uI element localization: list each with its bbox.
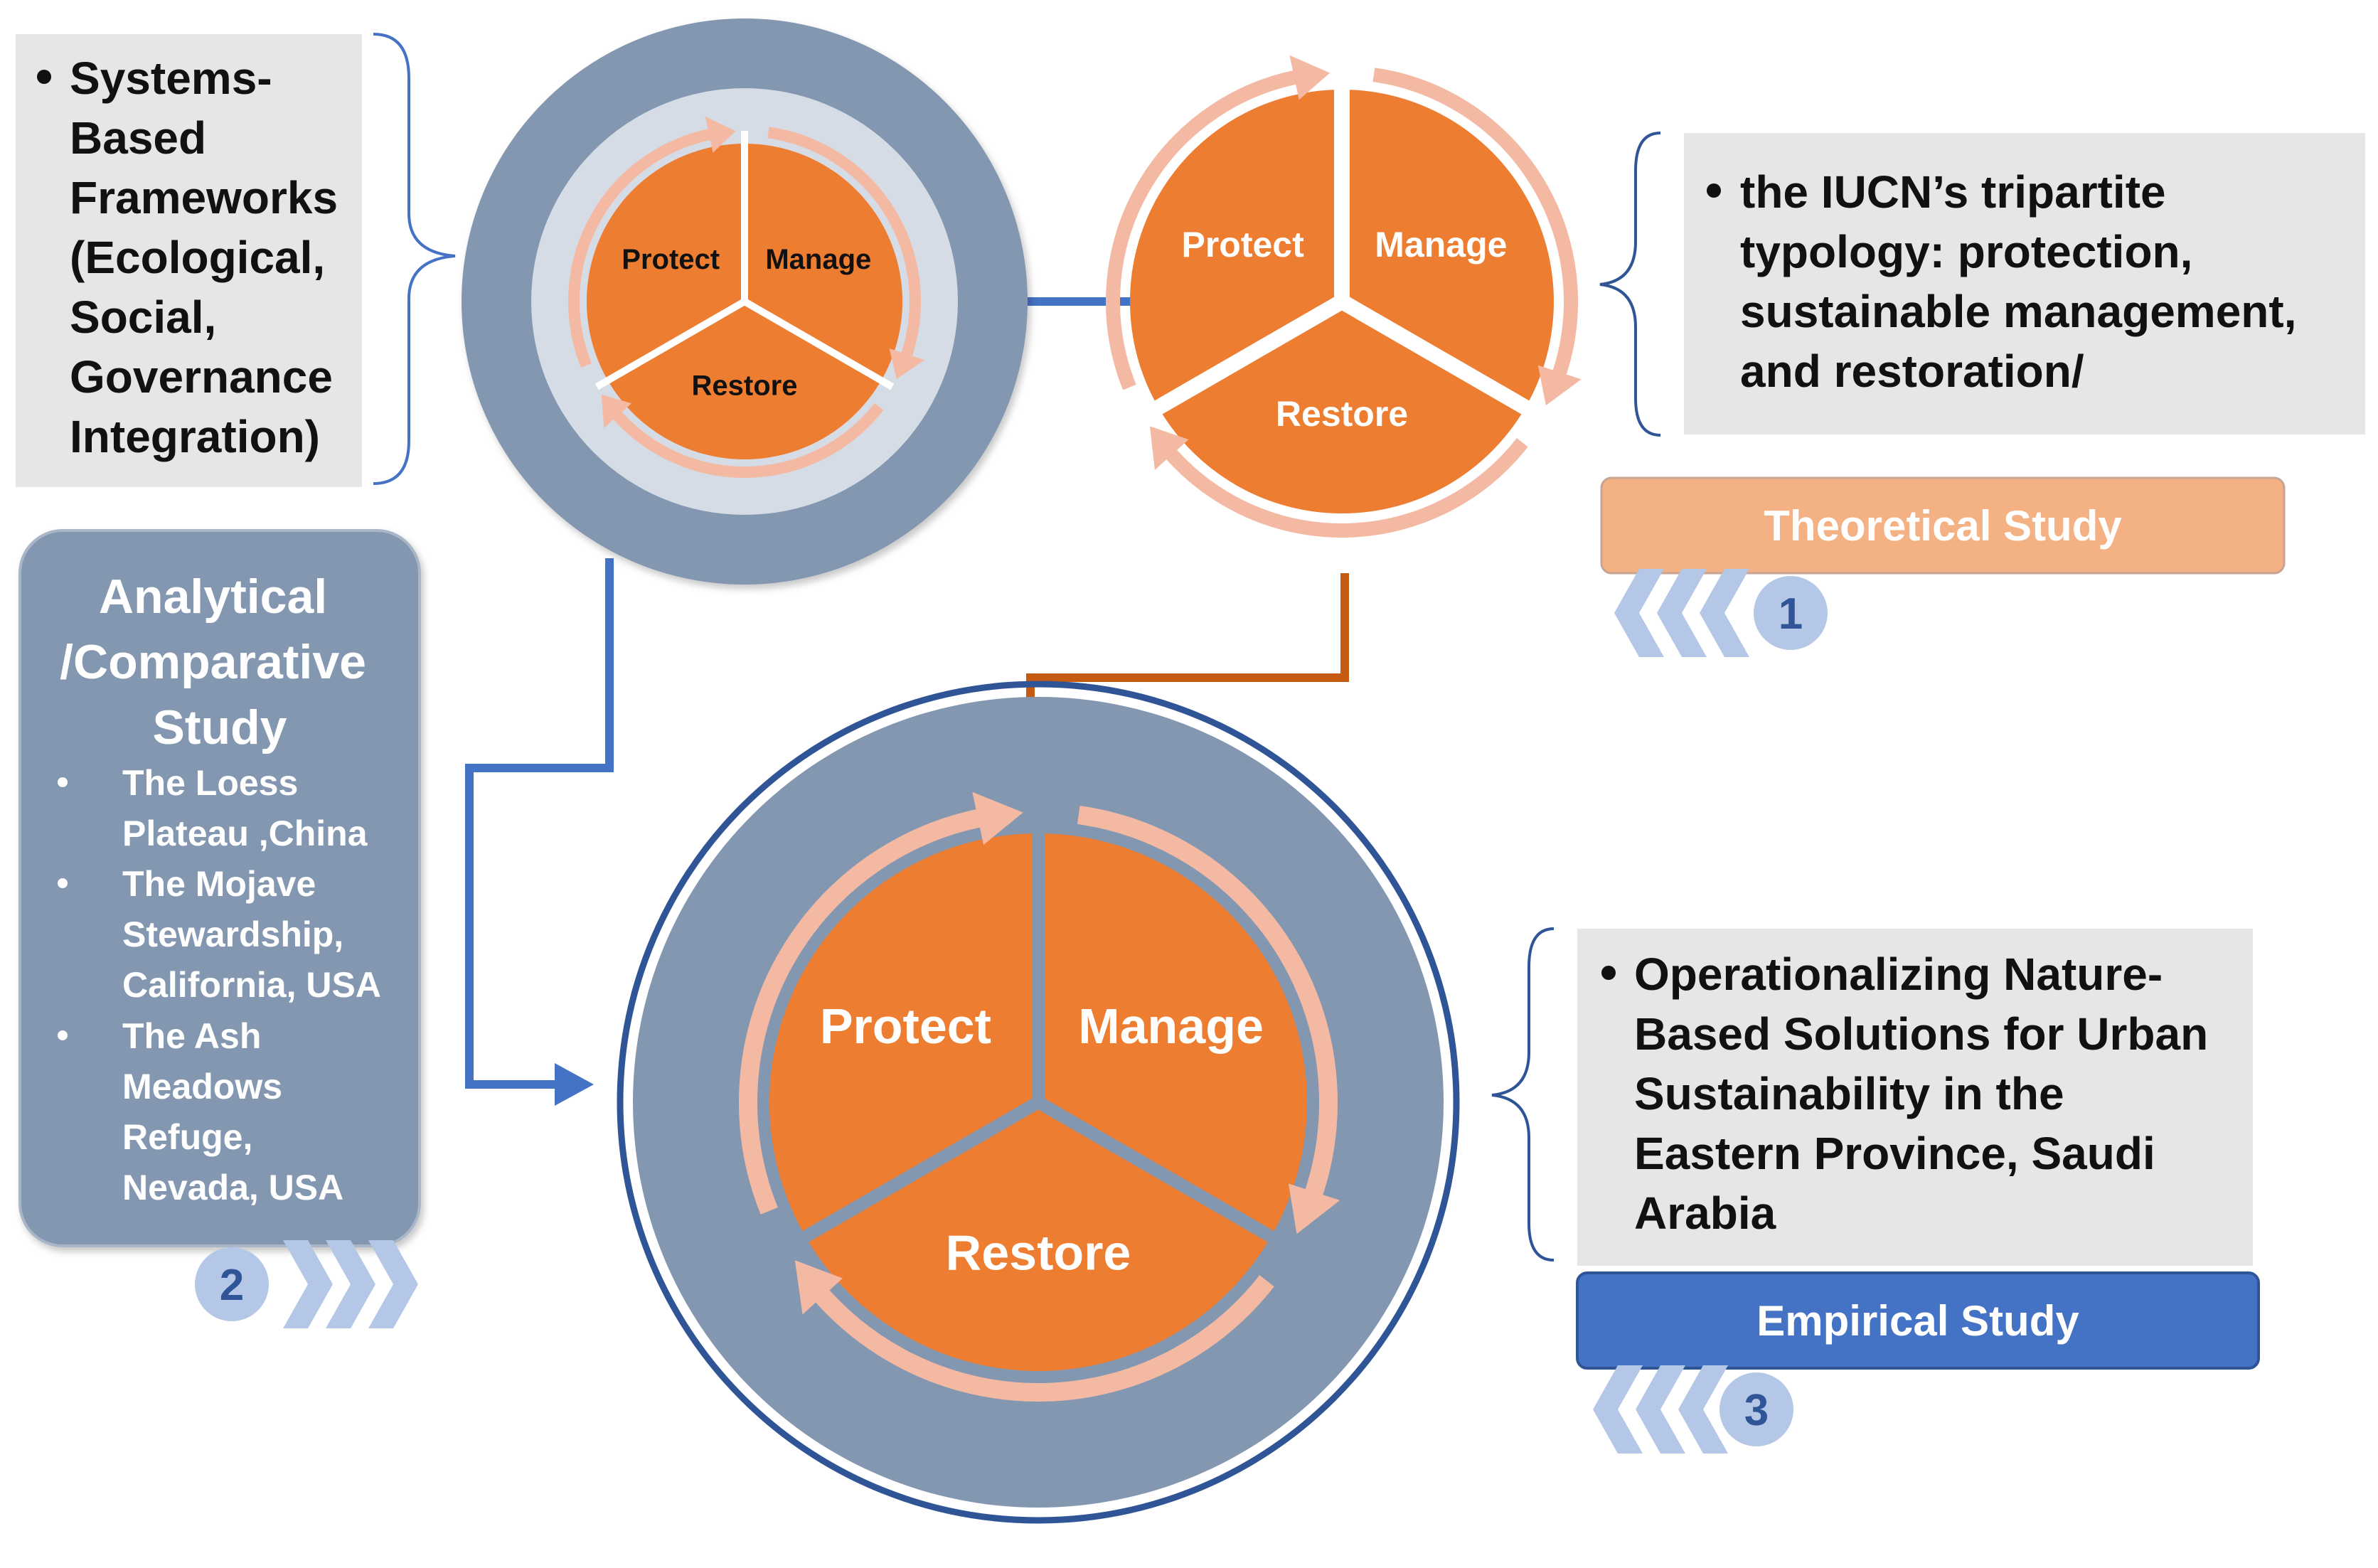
cycle-arrow: [809, 1275, 1274, 1402]
protect-label: Protect: [820, 998, 991, 1054]
cycle-arrowhead: [1149, 426, 1189, 470]
case-list: [58, 777, 68, 1040]
outer-ring: [617, 681, 1460, 1524]
svg-text:the IUCN’s tripartite ty: the IUCN’s tripartite typology: protecti…: [1740, 166, 2309, 397]
cycle-arrowhead: [1289, 55, 1331, 100]
analytical-study-box: Analytical /Comparative Study The Loess …: [18, 529, 421, 1247]
cycle-arrow: [568, 127, 716, 368]
systems-line: Systems-: [70, 53, 272, 104]
cycle-arrow: [739, 807, 990, 1215]
cycle-arrowhead: [601, 394, 631, 428]
cycle-arrow: [1077, 806, 1338, 1205]
protect-label: Protect: [622, 244, 720, 275]
cycle-arrowhead: [1537, 365, 1582, 406]
manage-label: Manage: [1078, 998, 1264, 1054]
systems-line: Frameworks: [70, 172, 338, 223]
chevrons-left-icon: [1593, 1365, 1728, 1454]
cycle-arrow: [1372, 68, 1578, 383]
svg-text:Analytical /Comparative: Analytical /Comparative Study: [60, 570, 380, 754]
analytical-title-line: Analytical: [99, 570, 327, 624]
systems-line: Based: [70, 112, 206, 164]
step-2-marker: 2: [195, 1240, 418, 1328]
segment-divider: [781, 1097, 1042, 1254]
cycle-arrowhead: [972, 791, 1023, 846]
manage-label: Manage: [1375, 225, 1507, 265]
iucn-line: sustainable management,: [1740, 286, 2296, 337]
case-line: Meadows: [122, 1067, 282, 1106]
case-line: Stewardship,: [122, 914, 343, 954]
segment-divider: [742, 298, 895, 390]
step-2-number: 2: [220, 1261, 244, 1310]
protect-label: Protect: [1182, 225, 1305, 265]
case-line: The Mojave: [122, 864, 316, 904]
empirical-study-text: Empirical Study: [1756, 1297, 2079, 1345]
svg-text:The Loess Plateau ,China: The Loess Plateau ,China The Mojave Stew…: [122, 763, 390, 1207]
iucn-line: and restoration/: [1740, 346, 2084, 397]
cycle-arrow: [1106, 69, 1303, 390]
cycle-arrow: [1161, 438, 1528, 538]
iucn-line: typology: protection,: [1740, 226, 2192, 277]
segment-divider: [1035, 1097, 1296, 1254]
theoretical-study-label: Theoretical Study: [1600, 476, 2286, 575]
empirical-line: Based Solutions for Urban: [1634, 1008, 2208, 1060]
manage-label: Manage: [765, 244, 871, 275]
svg-text:Systems- Based Fra: Systems- Based Frameworks (Ecological, S…: [70, 53, 351, 462]
empirical-line: Sustainability in the: [1634, 1068, 2064, 1119]
case-line: Refuge,: [122, 1117, 252, 1157]
empirical-brace: [1491, 927, 1555, 1262]
analytical-title-line: /Comparative: [60, 635, 366, 689]
case-line: The Ash: [122, 1016, 261, 1056]
step-3-marker: 3: [1593, 1365, 1793, 1454]
step-3-number: 3: [1744, 1386, 1769, 1435]
cycle-arrowhead: [794, 1260, 843, 1315]
empirical-line: Arabia: [1634, 1188, 1776, 1239]
theoretical-study-text: Theoretical Study: [1764, 502, 2122, 550]
case-line: Plateau ,China: [122, 814, 368, 853]
analytical-title-line: Study: [153, 700, 287, 754]
cycle-arrowhead: [705, 116, 736, 153]
cycle-arrow: [609, 402, 884, 478]
chevrons-left-icon: [1614, 569, 1749, 657]
cycle-arrowhead: [889, 348, 924, 379]
segment-divider: [594, 298, 747, 390]
cycle-arrow: [767, 127, 921, 362]
iucn-line: the IUCN’s tripartite: [1740, 166, 2166, 218]
case-line: California, USA: [122, 965, 380, 1005]
bullet-dot: [1707, 183, 1721, 198]
restore-label: Restore: [1276, 394, 1408, 434]
bullet-dot: [1601, 966, 1616, 980]
systems-line: Governance: [70, 351, 333, 402]
empirical-context-box: Operationalizing Nature- Based Solutions…: [1577, 929, 2253, 1266]
step-1-marker: 1: [1614, 569, 1828, 657]
restore-label: Restore: [946, 1225, 1131, 1281]
cycle-arrowhead: [1288, 1183, 1340, 1234]
segment-divider: [1338, 294, 1550, 426]
arrow-analytical-to-empirical: [465, 558, 614, 1106]
empirical-line: Operationalizing Nature-: [1634, 949, 2163, 1000]
step-1-number: 1: [1779, 590, 1803, 639]
iucn-brace: [1599, 132, 1661, 437]
chevrons-right-icon: [283, 1240, 418, 1328]
case-line: Nevada, USA: [122, 1168, 343, 1207]
bullet-dot: [37, 70, 51, 84]
restore-label: Restore: [692, 370, 798, 401]
segment-divider: [1134, 294, 1346, 426]
case-line: The Loess: [122, 763, 298, 803]
empirical-line: Eastern Province, Saudi: [1634, 1128, 2155, 1179]
systems-line: (Ecological,: [70, 232, 325, 283]
systems-frameworks-box: Systems- Based Frameworks (Ecological, S…: [16, 34, 362, 487]
systems-line: Integration): [70, 411, 320, 462]
systems-line: Social,: [70, 292, 216, 343]
svg-text:Operationalizing Nature-: Operationalizing Nature- Based Solutions…: [1634, 949, 2221, 1239]
systems-brace: [373, 33, 456, 485]
iucn-typology-box: the IUCN’s tripartite typology: protecti…: [1684, 133, 2365, 434]
empirical-study-label: Empirical Study: [1576, 1271, 2260, 1370]
